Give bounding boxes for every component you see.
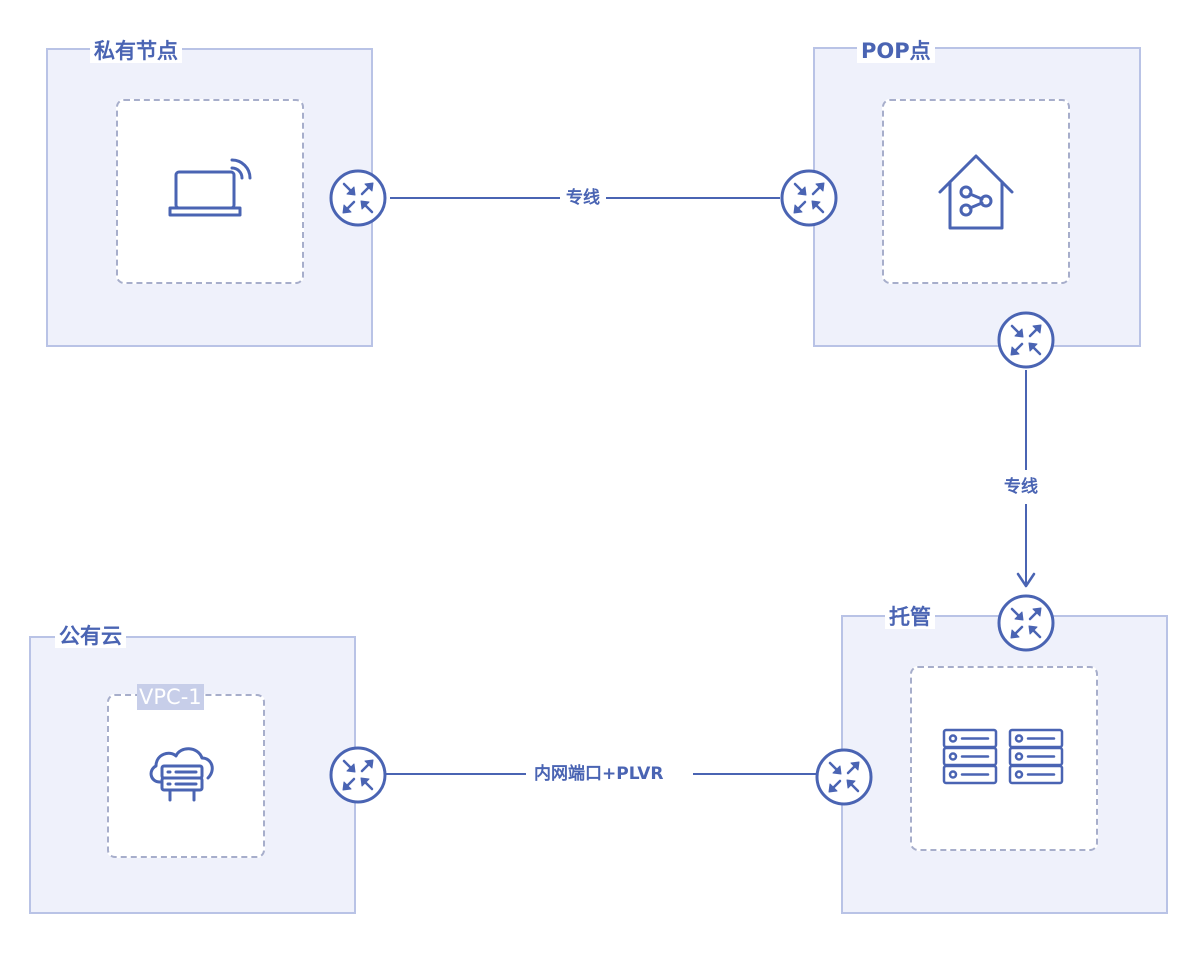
- hosting-inner-box: [910, 666, 1098, 851]
- house-share-icon: [938, 154, 1014, 230]
- hosting-title: 托管: [885, 605, 935, 629]
- public-cloud-title: 公有云: [55, 624, 126, 648]
- router-icon: [997, 594, 1055, 652]
- laptop-wifi-icon: [168, 158, 252, 217]
- pop-title: POP点: [857, 39, 935, 63]
- cloud-hosting-link-label: 内网端口+PLVR: [526, 763, 694, 785]
- vpc-label: VPC-1: [137, 684, 204, 710]
- router-icon: [997, 311, 1055, 369]
- private-node-title: 私有节点: [90, 39, 182, 63]
- router-icon: [780, 169, 838, 227]
- router-icon: [329, 746, 387, 804]
- arrow-down-icon: [1016, 572, 1036, 588]
- router-icon: [329, 169, 387, 227]
- cloud-server-icon: [149, 747, 214, 802]
- router-icon: [815, 748, 873, 806]
- private-node-inner-box: [116, 99, 304, 284]
- server-rack-icon: [942, 728, 1064, 785]
- pop-inner-box: [882, 99, 1070, 284]
- pop-hosting-link-label: 专线: [998, 470, 1044, 504]
- private-pop-link-label: 专线: [560, 187, 606, 209]
